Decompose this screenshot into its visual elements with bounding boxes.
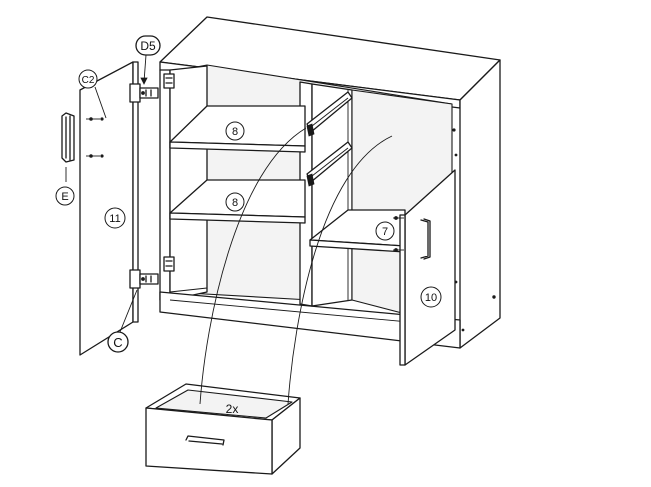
label-small-shelf-text: 7 [382,226,388,238]
handle-e [61,112,75,182]
left-door [79,61,159,356]
label-hinge-screw-text: D5 [140,39,156,53]
label-shelf-lower: 8 [225,192,245,212]
label-shelf-upper: 8 [225,121,245,141]
door-hinge-top [129,83,159,103]
label-hinge-screw: D5 [135,35,161,56]
label-right-door-text: 10 [425,292,437,304]
label-handle-screw-text: C2 [82,75,95,86]
drawer-runners [306,91,353,187]
drawer-insertion-arrows [199,127,393,405]
leader-lines [94,54,148,333]
label-shelf-upper-text: 8 [232,126,238,138]
label-handle: E [55,186,75,206]
carcass-hinge-bottom [163,256,175,272]
label-left-door: 11 [104,207,126,229]
label-right-door: 10 [420,286,442,308]
carcass-hinge-top [163,73,175,89]
label-hinge-text: C [113,335,122,350]
label-handle-text: E [61,191,68,203]
label-hinge: C [107,331,129,353]
label-shelf-lower-text: 8 [232,197,238,209]
door-hinge-bottom [129,269,159,289]
label-small-shelf: 7 [375,221,395,241]
right-door [393,128,456,366]
label-left-door-text: 11 [109,213,120,225]
drawer [145,383,301,475]
label-handle-screw: C2 [78,69,98,89]
label-drawer-quantity: 2x [226,402,239,416]
